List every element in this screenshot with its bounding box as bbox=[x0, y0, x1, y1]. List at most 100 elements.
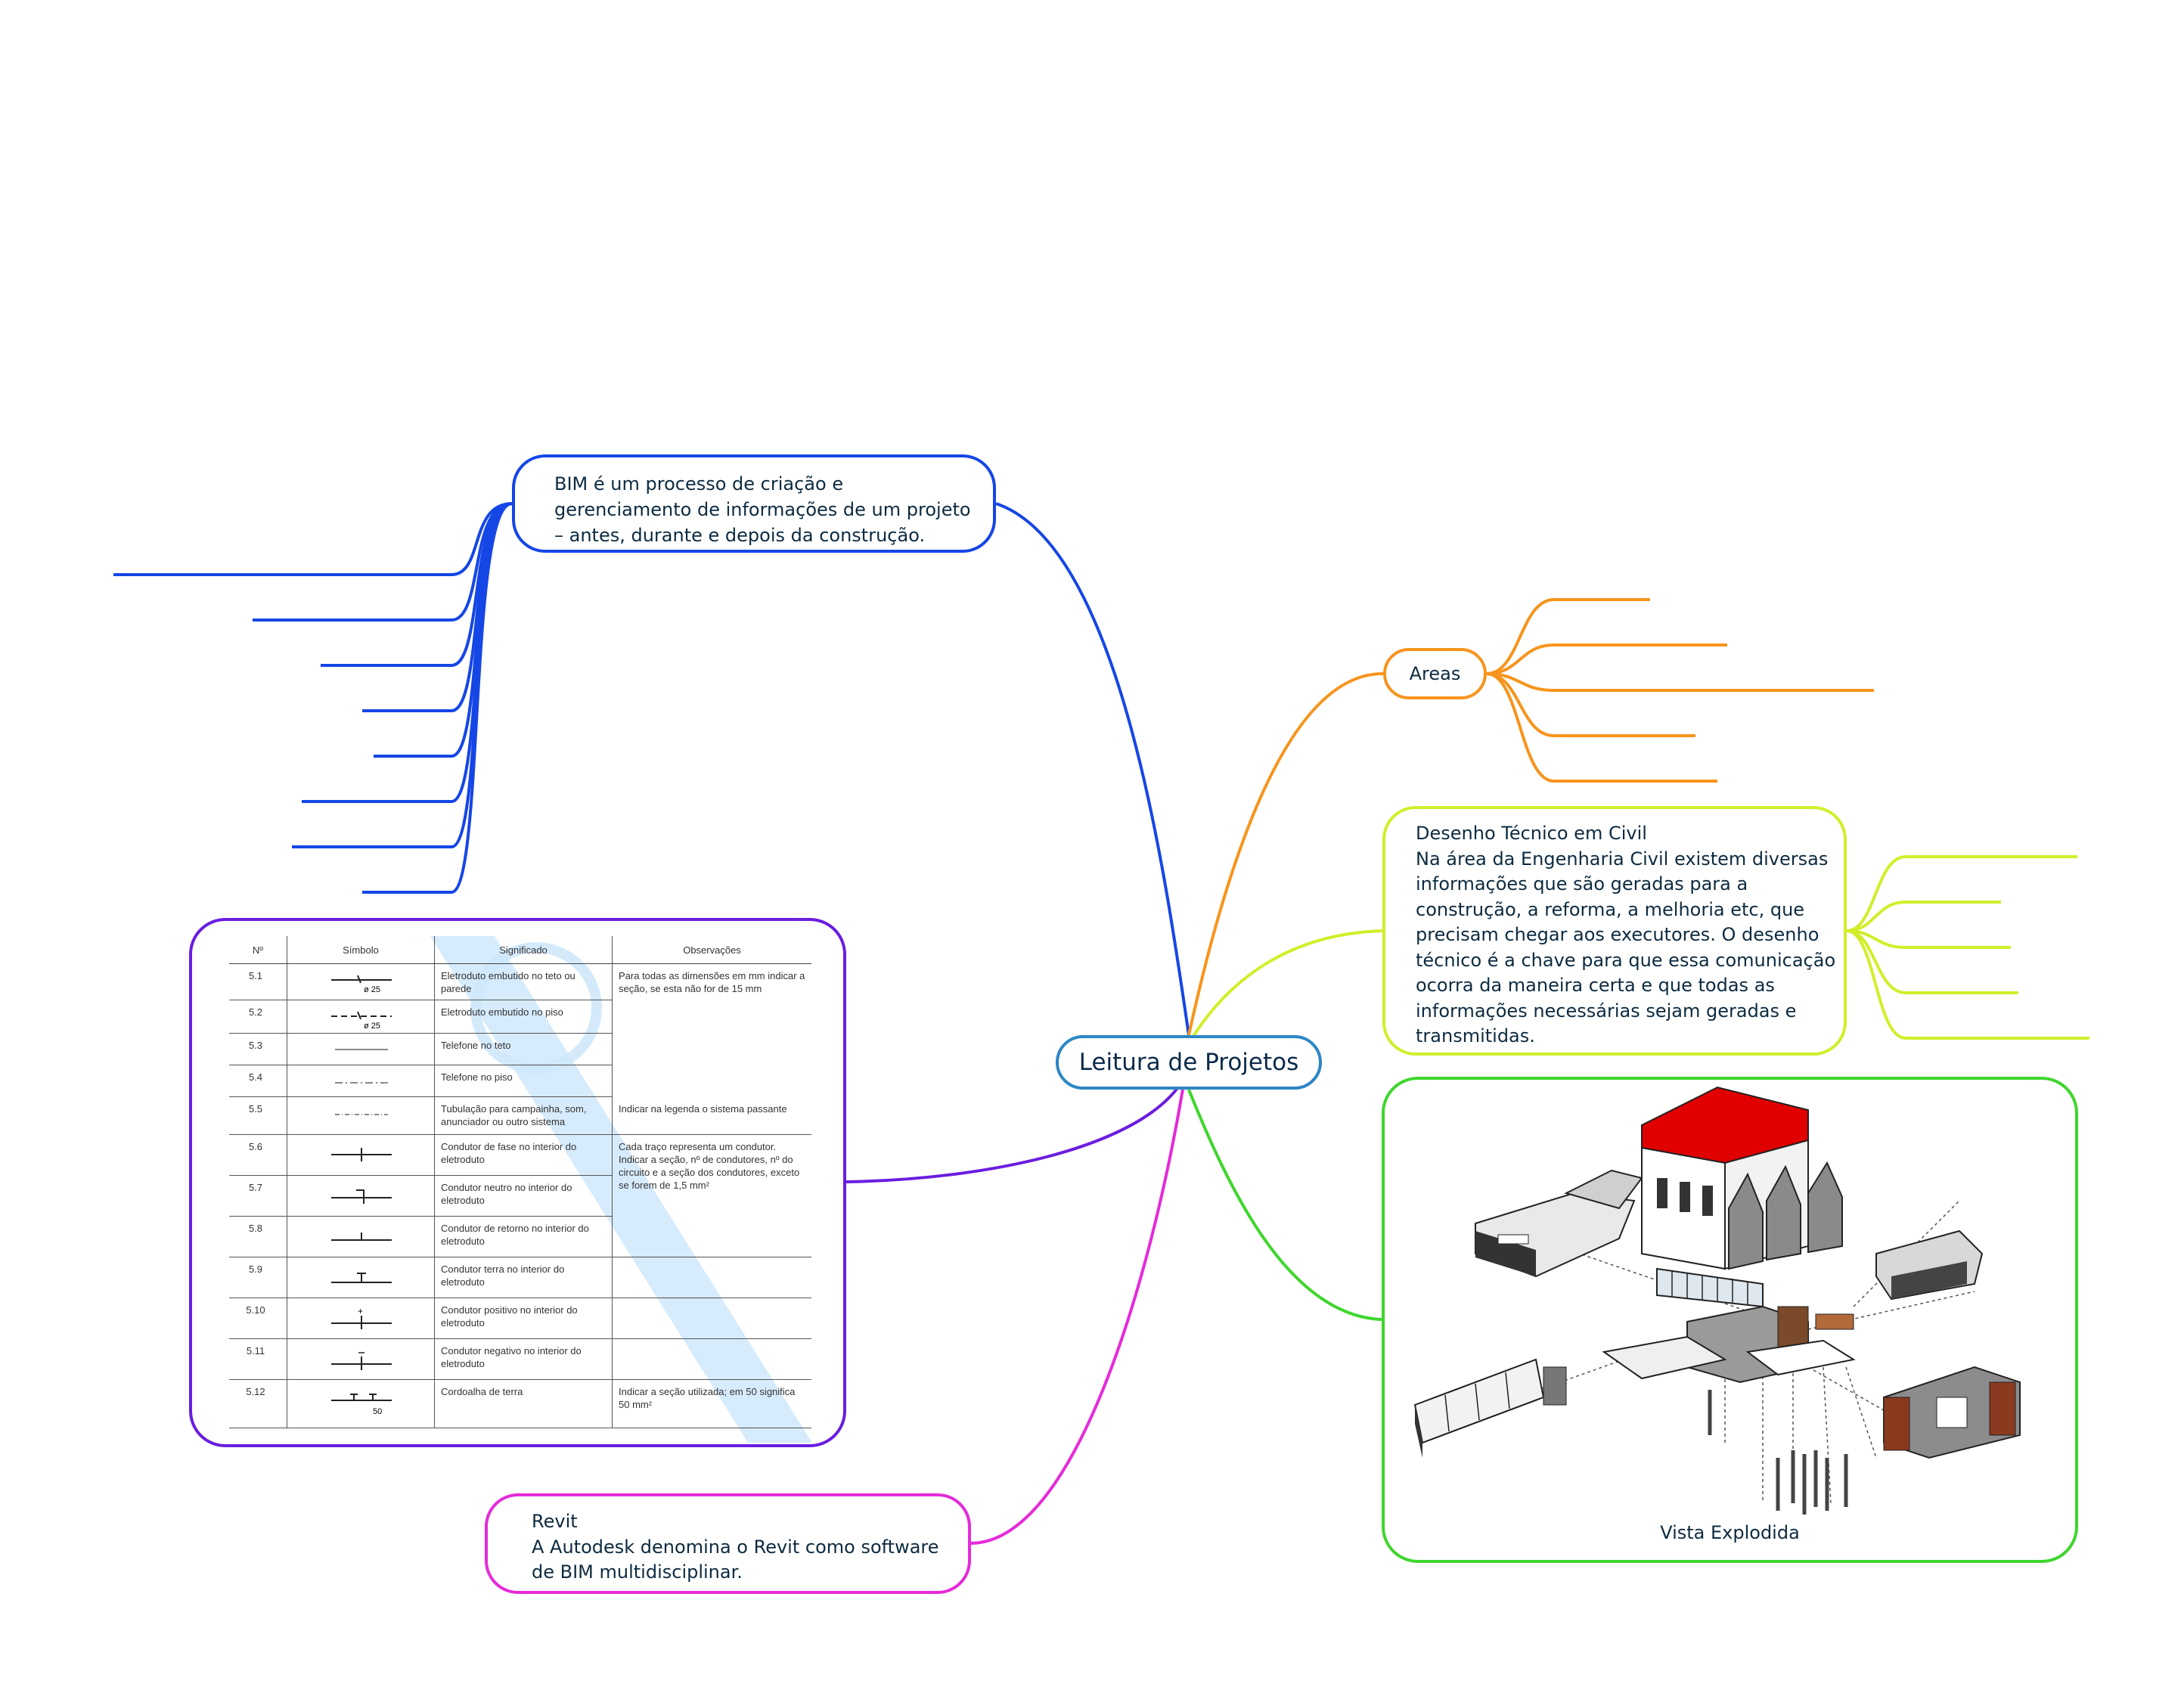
table-row: 5.7 Condutor neutro no interior do eletr… bbox=[229, 1175, 811, 1217]
table-row: 5.1 ø 25 Eletroduto embutido no teto ou … bbox=[229, 963, 811, 1097]
vista-caption: Vista Explodida bbox=[1660, 1522, 1800, 1543]
table-row: 5.4 Telefone no piso bbox=[229, 1065, 811, 1097]
col-num: Nº bbox=[229, 936, 287, 964]
row-num: 5.12 bbox=[229, 1379, 287, 1428]
table-row: 5.2 ø 25 Eletroduto embutido no piso bbox=[229, 1000, 811, 1034]
conduit-ceiling-symbol: ø 25 bbox=[331, 975, 392, 994]
conduit-floor-symbol: ø 25 bbox=[331, 1011, 392, 1031]
row-observacoes: Cada traço representa um condutor. Indic… bbox=[612, 1134, 811, 1217]
row-significado: Condutor neutro no interior do eletrodut… bbox=[434, 1175, 613, 1217]
row-significado: Condutor negativo no interior do eletrod… bbox=[434, 1338, 613, 1380]
phone-ceiling-symbol bbox=[335, 1049, 388, 1050]
bim-text-line: gerenciamento de informações de um proje… bbox=[554, 499, 971, 520]
col-observacoes: Observações bbox=[612, 936, 811, 964]
row-num: 5.4 bbox=[229, 1065, 287, 1097]
topic-areas[interactable]: Areas bbox=[1383, 648, 1487, 699]
row-symbol: 50 bbox=[287, 1379, 435, 1428]
row-significado: Condutor de retorno no interior do eletr… bbox=[434, 1216, 613, 1257]
bim-text-line: – antes, durante e depois da construção. bbox=[554, 525, 926, 546]
desenho-leaves bbox=[1846, 855, 2089, 1040]
svg-text:ø 25: ø 25 bbox=[364, 985, 380, 994]
topic-tabela-simbolos[interactable]: Nº Símbolo Significado Observações 5.1 ø… bbox=[189, 918, 846, 1447]
row-symbol bbox=[287, 1134, 435, 1176]
phase-conductor-symbol bbox=[331, 1148, 392, 1161]
desenho-text-line: transmitidas. bbox=[1416, 1025, 1535, 1046]
areas-label: Areas bbox=[1409, 663, 1461, 684]
topic-revit[interactable]: Revit A Autodesk denomina o Revit como s… bbox=[485, 1493, 971, 1594]
branch-tabela bbox=[845, 1084, 1181, 1183]
row-observacoes: Indicar a seção utilizada; em 50 signifi… bbox=[612, 1379, 811, 1428]
row-significado: Telefone no piso bbox=[434, 1065, 613, 1097]
row-symbol bbox=[287, 1096, 435, 1135]
row-num: 5.1 bbox=[229, 963, 287, 1000]
branch-vista bbox=[1187, 1089, 1382, 1321]
row-num: 5.6 bbox=[229, 1134, 287, 1176]
row-significado: Tubulação para campainha, som, anunciado… bbox=[434, 1096, 613, 1135]
row-significado: Telefone no teto bbox=[434, 1033, 613, 1065]
row-num: 5.7 bbox=[229, 1175, 287, 1217]
row-symbol bbox=[287, 1338, 435, 1380]
table-row: 5.3 Telefone no teto bbox=[229, 1033, 811, 1065]
row-num: 5.11 bbox=[229, 1338, 287, 1380]
desenho-text-line: ocorra da maneira certa e que todas as bbox=[1416, 975, 1775, 996]
branch-areas bbox=[1187, 671, 1384, 1036]
row-symbol: ø 25 bbox=[287, 1000, 435, 1034]
row-symbol: ø 25 bbox=[287, 963, 435, 1000]
desenho-text-line: informações necessárias sejam geradas e bbox=[1416, 1000, 1797, 1022]
row-observacoes bbox=[612, 1298, 811, 1339]
row-num: 5.2 bbox=[229, 1000, 287, 1034]
positive-conductor-symbol: + bbox=[331, 1307, 392, 1329]
areas-leaves bbox=[1486, 598, 1874, 783]
row-num: 5.10 bbox=[229, 1298, 287, 1339]
revit-text-line: de BIM multidisciplinar. bbox=[532, 1561, 743, 1583]
col-simbolo: Símbolo bbox=[287, 936, 435, 964]
exploded-building-illustration bbox=[1413, 1086, 2021, 1515]
row-significado: Eletroduto embutido no piso bbox=[434, 1000, 613, 1034]
table-row: 5.8 Condutor de retorno no interior do e… bbox=[229, 1216, 811, 1257]
row-symbol bbox=[287, 1065, 435, 1097]
desenho-text-line: construção, a reforma, a melhoria etc, q… bbox=[1416, 898, 1805, 920]
col-significado: Significado bbox=[434, 936, 613, 964]
topic-desenho-tecnico[interactable]: Desenho Técnico em Civil Na área da Enge… bbox=[1382, 806, 1847, 1056]
row-symbol bbox=[287, 1033, 435, 1065]
row-significado: Cordoalha de terra bbox=[434, 1379, 613, 1428]
row-observacoes bbox=[612, 1257, 811, 1298]
bim-text-line: BIM é um processo de criação e bbox=[554, 473, 844, 495]
row-num: 5.3 bbox=[229, 1033, 287, 1065]
row-significado: Condutor terra no interior do eletroduto bbox=[434, 1257, 613, 1298]
revit-text-line: A Autodesk denomina o Revit como softwar… bbox=[532, 1536, 939, 1558]
svg-text:+: + bbox=[358, 1307, 363, 1316]
ground-conductor-symbol bbox=[331, 1273, 392, 1283]
svg-text:ø 25: ø 25 bbox=[364, 1022, 380, 1031]
table-row: 5.10 + Condutor positivo no interior do … bbox=[229, 1298, 811, 1339]
desenho-text-line: Na área da Engenharia Civil existem dive… bbox=[1416, 848, 1829, 870]
topic-bim[interactable]: BIM é um processo de criação e gerenciam… bbox=[512, 454, 996, 553]
row-observacoes: Indicar na legenda o sistema passante bbox=[612, 1096, 811, 1135]
row-num: 5.5 bbox=[229, 1096, 287, 1135]
row-significado: Eletroduto embutido no teto ou parede bbox=[434, 963, 613, 1000]
bell-tube-symbol bbox=[335, 1114, 388, 1115]
central-topic[interactable]: Leitura de Projetos bbox=[1056, 1035, 1322, 1090]
row-symbol bbox=[287, 1257, 435, 1298]
svg-text:50: 50 bbox=[373, 1407, 382, 1416]
row-symbol bbox=[287, 1216, 435, 1257]
branch-desenho bbox=[1187, 929, 1383, 1045]
table-row: 5.9 Condutor terra no interior do eletro… bbox=[229, 1257, 811, 1298]
row-observacoes bbox=[612, 1338, 811, 1380]
table-row: 5.12 50 Cordoalha de terra Indicar a seç… bbox=[229, 1379, 811, 1428]
branch-revit bbox=[970, 1089, 1184, 1545]
table-row: 5.11 Condutor negativo no interior do el… bbox=[229, 1338, 811, 1380]
symbol-table: Nº Símbolo Significado Observações 5.1 ø… bbox=[229, 936, 811, 1428]
row-observacoes bbox=[612, 1216, 811, 1257]
desenho-text-line: precisam chegar aos executores. O desenh… bbox=[1416, 924, 1819, 945]
row-significado: Condutor de fase no interior do eletrodu… bbox=[434, 1134, 613, 1176]
ground-braid-symbol: 50 bbox=[331, 1394, 392, 1416]
desenho-text-line: técnico é a chave para que essa comunica… bbox=[1416, 949, 1836, 971]
return-conductor-symbol bbox=[331, 1232, 392, 1241]
topic-vista-explodida[interactable]: Vista Explodida bbox=[1382, 1077, 2078, 1563]
table-row: 5.6 Condutor de fase no interior do elet… bbox=[229, 1134, 811, 1217]
phone-floor-symbol bbox=[335, 1082, 388, 1084]
row-num: 5.9 bbox=[229, 1257, 287, 1298]
neutral-conductor-symbol bbox=[331, 1189, 392, 1204]
table-row: 5.5 Tubulação para campainha, som, anunc… bbox=[229, 1096, 811, 1135]
